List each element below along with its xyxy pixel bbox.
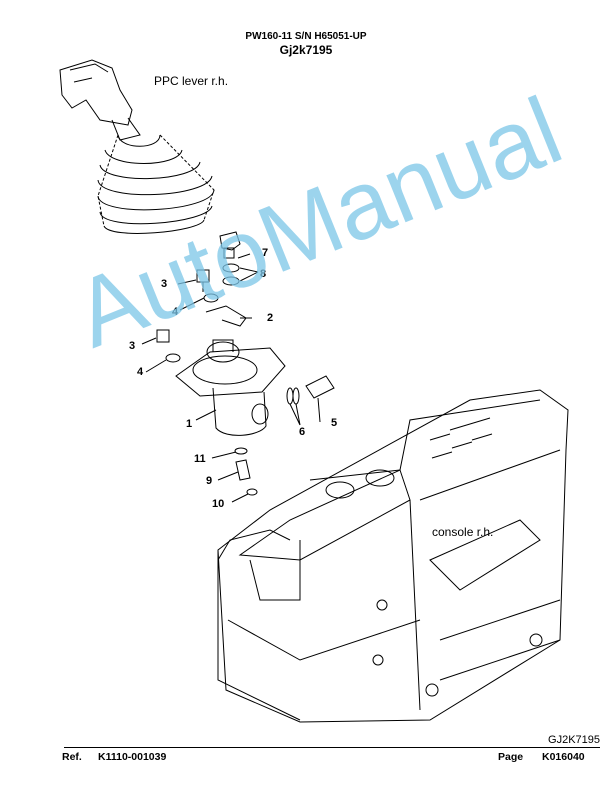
ref-label: Ref. <box>62 751 82 763</box>
callout-10: 10 <box>212 498 225 510</box>
callout-1: 1 <box>186 418 193 430</box>
footer-divider <box>64 747 600 748</box>
console-drawing <box>217 389 569 723</box>
leader-lines <box>141 253 321 503</box>
ppc-lever-drawing <box>59 59 215 234</box>
page-value: K016040 <box>542 751 585 763</box>
callout-2: 2 <box>267 312 274 324</box>
ppc-valve-drawing <box>156 231 335 496</box>
callout-4a: 4 <box>172 306 179 318</box>
callout-8: 8 <box>260 268 267 280</box>
callout-9: 9 <box>206 475 213 487</box>
page-title: PW160-11 S/N H65051-UP <box>245 31 367 42</box>
ppc-lever-label: PPC lever r.h. <box>154 74 229 88</box>
callout-11: 11 <box>194 453 206 465</box>
console-label: console r.h. <box>432 525 494 539</box>
drawing-code: GJ2K7195 <box>548 734 600 746</box>
callout-6: 6 <box>299 426 306 438</box>
callout-5: 5 <box>331 417 338 429</box>
page-label: Page <box>498 751 524 763</box>
callout-7: 7 <box>262 247 269 259</box>
page-subtitle: Gj2k7195 <box>279 43 333 57</box>
callout-4b: 4 <box>137 366 144 378</box>
callout-3b: 3 <box>129 340 136 352</box>
ref-value: K1110-001039 <box>98 751 167 763</box>
callout-3a: 3 <box>161 278 168 290</box>
